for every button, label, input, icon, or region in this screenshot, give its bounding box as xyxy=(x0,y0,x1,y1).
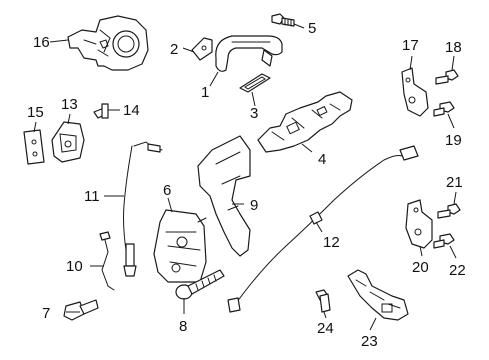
callout-11: 11 xyxy=(84,188,100,205)
callout-20: 20 xyxy=(412,259,429,276)
part-14-pin xyxy=(93,103,109,119)
callout-17: 17 xyxy=(402,37,419,54)
part-17-bracket xyxy=(401,67,429,117)
callout-18: 18 xyxy=(445,39,462,56)
callout-6: 6 xyxy=(163,182,171,199)
part-20-bracket xyxy=(405,199,433,249)
part-6-door-latch xyxy=(153,209,207,283)
part-24-bolt xyxy=(315,289,331,313)
part-18-bolt xyxy=(435,69,459,85)
part-21-bolt xyxy=(437,203,461,219)
part-5-screw xyxy=(271,13,295,27)
part-13-bracket xyxy=(51,121,85,163)
part-22-bolt xyxy=(433,233,455,249)
callout-9: 9 xyxy=(250,197,258,214)
callout-19: 19 xyxy=(445,132,462,149)
part-12-release-cable xyxy=(227,145,419,313)
callout-1: 1 xyxy=(201,84,209,101)
part-4-handle-carrier xyxy=(257,91,353,153)
part-19-bolt xyxy=(433,101,455,117)
callout-8: 8 xyxy=(179,318,187,335)
part-1-outside-handle xyxy=(215,35,283,72)
part-7-bolt xyxy=(63,299,99,321)
callout-15: 15 xyxy=(27,104,44,121)
callout-labels: 16 2 1 3 4 5 6 7 8 9 10 11 12 13 14 15 1… xyxy=(27,20,466,350)
callout-16: 16 xyxy=(33,34,50,51)
callout-2: 2 xyxy=(170,41,178,58)
callout-12: 12 xyxy=(323,234,340,251)
callout-21: 21 xyxy=(446,174,463,191)
part-2-bracket xyxy=(191,37,213,61)
leader-lines xyxy=(33,23,457,331)
part-10-rod xyxy=(99,231,115,291)
part-15-plate xyxy=(23,129,45,165)
callout-4: 4 xyxy=(318,151,326,168)
callout-10: 10 xyxy=(66,258,83,275)
callout-14: 14 xyxy=(123,102,140,119)
part-11-cable xyxy=(123,141,163,277)
callout-5: 5 xyxy=(308,20,316,37)
part-3-gasket xyxy=(239,73,271,93)
callout-24: 24 xyxy=(317,320,334,337)
part-8-bolt xyxy=(175,269,225,300)
part-9-latch-shield xyxy=(197,135,251,257)
callout-22: 22 xyxy=(449,262,466,279)
callout-23: 23 xyxy=(361,333,378,350)
callout-3: 3 xyxy=(250,105,258,122)
callout-13: 13 xyxy=(61,96,78,113)
callout-7: 7 xyxy=(42,305,50,322)
part-23-door-check xyxy=(347,269,409,321)
part-16-lock-cylinder-housing xyxy=(67,15,149,71)
